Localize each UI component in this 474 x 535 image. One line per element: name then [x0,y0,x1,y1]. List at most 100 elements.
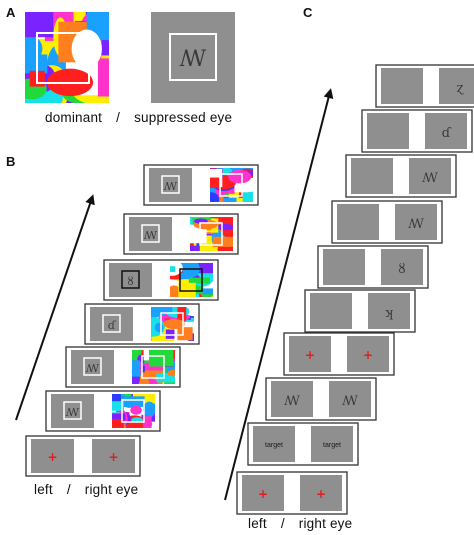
panel-c-trial-frame: ꟿ [345,154,457,198]
left-eye-field [351,158,393,194]
dominant-frame-square [36,32,90,84]
left-eye-field [289,336,331,372]
panel-c-caption: left / right eye [248,516,352,531]
left-eye-field [310,293,352,329]
left-eye-field [253,426,295,462]
right-eye-field [381,249,423,285]
caption-c-sep: / [280,516,285,531]
panel-c-letter: C [303,5,313,20]
mondrian-frame-square [179,268,203,292]
target-glyph: ɗ [108,319,117,332]
panel-b-trial-frame: ꟿ [65,346,181,388]
fixation-cross: + [47,450,57,464]
left-eye-field [323,249,365,285]
mondrian-frame-square [219,173,243,197]
right-eye-field [425,113,467,149]
fixation-cross: + [108,450,118,464]
panel-b-letter: B [6,154,16,169]
left-eye-field [51,394,94,428]
target-cue-label: target [265,442,283,449]
left-eye-field [367,113,409,149]
mondrian-frame-square [141,355,165,379]
target-glyph: ꟿ [143,229,158,242]
left-eye-field [242,475,284,511]
right-eye-field [300,475,342,511]
target-glyph: ȣ [127,275,133,288]
mondrian-frame-square [199,222,223,246]
dominant-eye-mondrian [25,12,109,103]
panel-a-letter: A [6,5,16,20]
left-eye-field [149,168,192,202]
panel-b-time-arrow [15,194,95,421]
target-glyph: ꟿ [65,406,80,419]
suppressed-glyph: ꟿ [179,47,207,72]
right-eye-field [329,381,371,417]
caption-b-right: right eye [84,482,139,497]
mondrian-mask [25,12,109,103]
caption-a-right: suppressed eye [134,110,233,125]
right-eye-field [368,293,410,329]
panel-c-trial-frame: ȣ [317,245,429,289]
target-glyph: ꟿ [341,394,358,409]
left-eye-field [31,439,74,473]
target-glyph: ȣ [398,262,405,277]
panel-b-caption: left / right eye [34,482,138,497]
frame-square [121,270,140,289]
panel-c-trial-frame: ɀ [375,64,474,108]
right-eye-field [347,336,389,372]
left-eye-field [129,217,172,251]
target-glyph: ꟿ [283,394,300,409]
target-glyph: ꟿ [163,180,178,193]
panel-b-trial-frame: ꟿ [123,213,239,255]
right-eye-field [439,68,474,104]
caption-c-left: left [248,516,267,531]
mondrian-frame-square [121,399,145,423]
target-glyph: ꟿ [421,171,438,186]
suppressed-eye-stimulus: ꟿ [151,12,235,103]
left-eye-field [90,307,133,341]
right-eye-field [311,426,353,462]
frame-square [161,175,180,194]
target-glyph: ɀ [457,81,464,96]
panel-b-trial-frame: ȣ [103,259,219,301]
panel-b-trial-frame: ɗ [84,303,200,345]
left-eye-field [337,204,379,240]
right-eye-field [395,204,437,240]
right-eye-field [92,439,135,473]
left-eye-field [71,350,114,384]
panel-c-trial-frame: ++ [236,471,348,515]
left-eye-field [271,381,313,417]
panel-b-trial-frame: ꟿ [143,164,259,206]
panel-c-trial-frame: ɗ [361,109,473,153]
panel-c-trial-frame: ++ [283,332,395,376]
frame-square [141,224,160,243]
right-eye-field [409,158,451,194]
target-cue-label: target [323,442,341,449]
mondrian-mask [190,217,233,251]
frame-square [83,357,102,376]
panel-a: ꟿ [25,12,235,103]
panel-c-trial-frame: ꟿ [331,200,443,244]
panel-c-trial-frame: ʞ [304,289,416,333]
caption-a-sep: / [116,110,121,125]
caption-b-sep: / [66,482,71,497]
left-eye-field [109,263,152,297]
panel-b-trial-frame: ꟿ [45,390,161,432]
frame-square [63,401,82,420]
panel-c-time-arrow [224,88,334,501]
frame-square [102,314,121,333]
panel-c-trial-frame: target target [247,422,359,466]
left-eye-field [381,68,423,104]
mondrian-frame-square [160,312,184,336]
fixation-cross: + [316,487,326,501]
caption-c-right: right eye [298,516,353,531]
target-glyph: ɗ [442,126,452,141]
caption-b-left: left [34,482,53,497]
target-glyph: ꟿ [407,217,424,232]
fixation-cross: + [305,348,315,362]
panel-b-trial-frame: ++ [25,435,141,477]
